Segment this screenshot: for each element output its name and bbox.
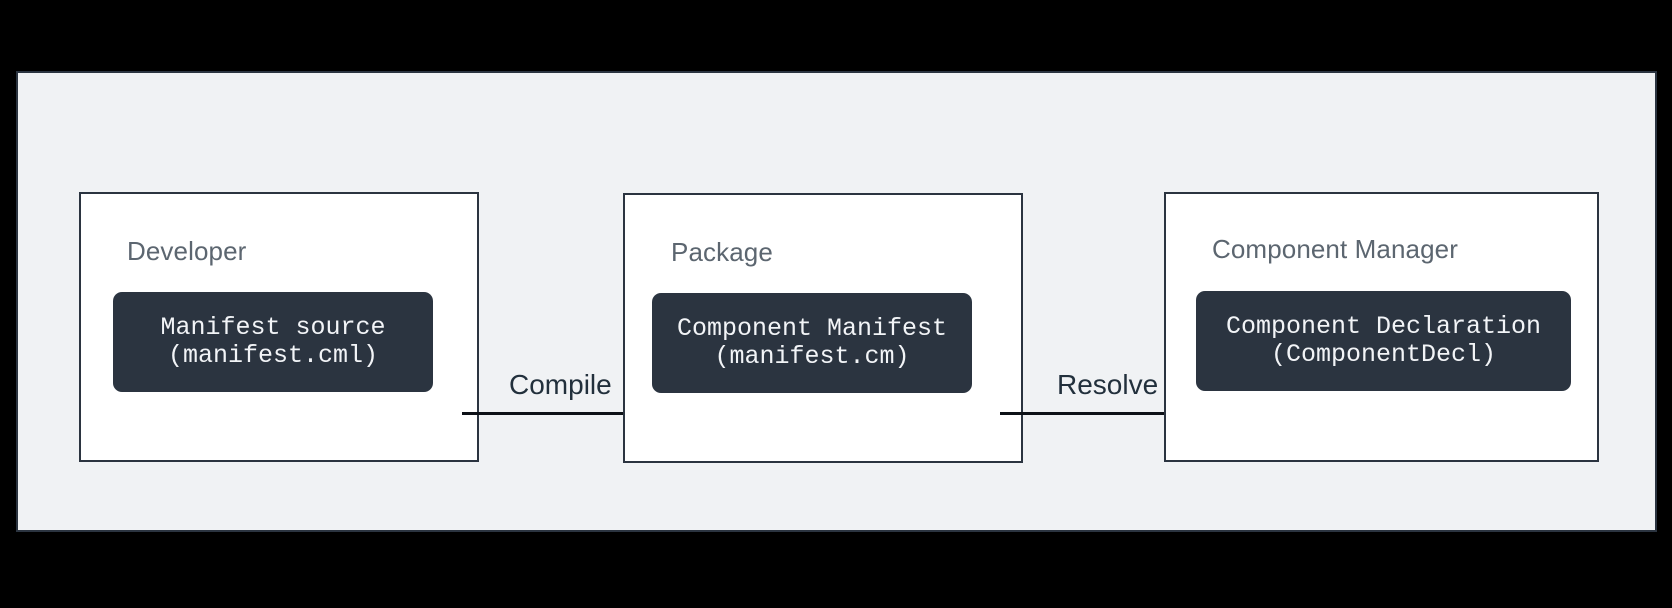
artifact-manifest-source-line2: (manifest.cml) — [167, 341, 379, 370]
arrow-label-compile: Compile — [509, 369, 612, 400]
artifact-component-manifest-line1: Component Manifest — [676, 314, 948, 343]
artifact-component-manifest-line2: (manifest.cm) — [714, 342, 910, 371]
arrow-label-resolve: Resolve — [1057, 369, 1159, 400]
artifact-manifest-source[interactable]: Manifest source (manifest.cml) — [113, 292, 433, 392]
group-label-component-manager: Component Manager — [1212, 234, 1458, 264]
group-label-developer: Developer — [127, 236, 247, 266]
artifact-component-declaration-line1: Component Declaration — [1225, 312, 1542, 341]
group-developer[interactable]: Developer Manifest source (manifest.cml) — [79, 192, 479, 462]
artifact-component-declaration[interactable]: Component Declaration (ComponentDecl) — [1196, 291, 1571, 391]
diagram-panel: Developer Manifest source (manifest.cml)… — [16, 71, 1657, 532]
arrow-compile-line — [462, 411, 662, 415]
group-component-manager[interactable]: Component Manager Component Declaration … — [1164, 192, 1599, 462]
artifact-component-manifest[interactable]: Component Manifest (manifest.cm) — [652, 293, 972, 393]
artifact-component-declaration-line2: (ComponentDecl) — [1270, 340, 1497, 369]
artifact-manifest-source-line1: Manifest source — [160, 313, 386, 342]
group-label-package: Package — [671, 237, 773, 267]
arrow-resolve-line — [1000, 411, 1181, 415]
group-package[interactable]: Package Component Manifest (manifest.cm) — [623, 193, 1023, 463]
